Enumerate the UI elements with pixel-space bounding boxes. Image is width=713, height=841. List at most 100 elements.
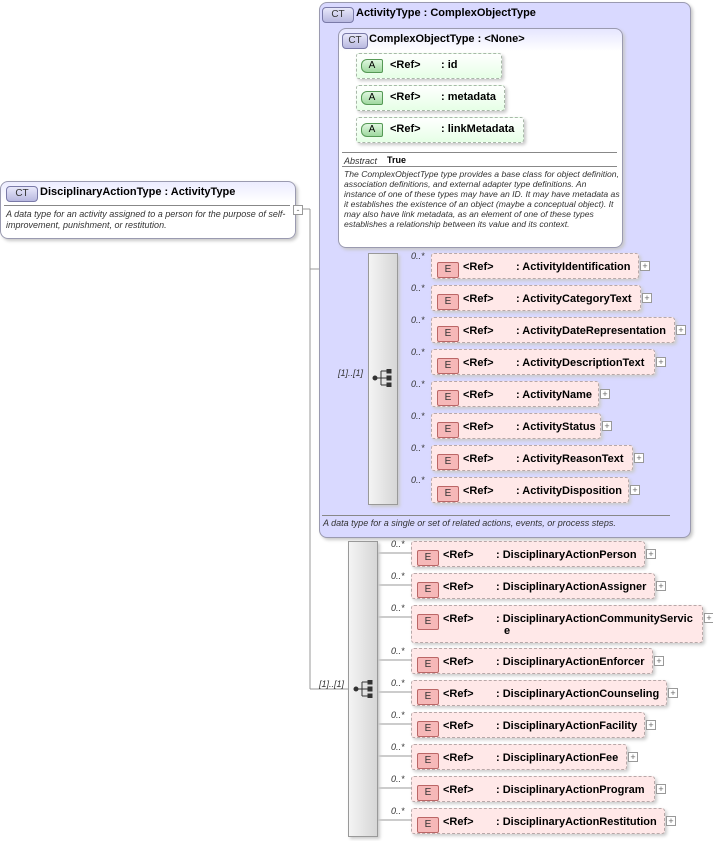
element-cardinality: 0..* <box>391 774 405 784</box>
complex-type-icon: CT <box>6 186 38 202</box>
expand-toggle[interactable]: + <box>640 261 650 271</box>
complex-type-icon: CT <box>342 33 368 49</box>
element-icon: E <box>437 486 459 502</box>
expand-toggle[interactable]: + <box>676 325 686 335</box>
collapse-toggle[interactable]: - <box>293 205 303 215</box>
element-cardinality: 0..* <box>411 283 425 293</box>
element-3[interactable]: E<Ref>: ActivityDateRepresentation <box>431 317 675 343</box>
element-2[interactable]: E <Ref> : DisciplinaryActionAssigner <box>411 573 655 599</box>
attribute-metadata[interactable]: A <Ref> : metadata <box>356 85 505 111</box>
element-cardinality: 0..* <box>411 347 425 357</box>
expand-toggle[interactable]: + <box>656 581 666 591</box>
element-name: : DisciplinaryActionFacility <box>496 720 638 732</box>
expand-toggle[interactable]: + <box>656 357 666 367</box>
element-cardinality: 0..* <box>411 379 425 389</box>
expand-toggle[interactable]: + <box>654 656 664 666</box>
element-name: : DisciplinaryActionAssigner <box>496 581 647 593</box>
element-cardinality: 0..* <box>411 443 425 453</box>
activity-type-title: ActivityType : ComplexObjectType <box>356 7 536 19</box>
expand-toggle[interactable]: + <box>646 720 656 730</box>
element-cardinality: 0..* <box>391 603 405 613</box>
element-cardinality: 0..* <box>411 475 425 485</box>
complex-type-icon: CT <box>322 7 354 23</box>
element-icon: E <box>417 817 439 833</box>
complex-object-type-title: ComplexObjectType : <None> <box>369 33 525 45</box>
disciplinary-action-type-title: DisciplinaryActionType : ActivityType <box>40 186 236 198</box>
expand-toggle[interactable]: + <box>600 389 610 399</box>
element-ref: <Ref> <box>463 357 494 369</box>
divider <box>342 166 617 167</box>
element-cardinality: 0..* <box>391 678 405 688</box>
element-name: : DisciplinaryActionCounseling <box>496 688 660 700</box>
element-7[interactable]: E<Ref>: ActivityReasonText <box>431 445 633 471</box>
attribute-id[interactable]: A <Ref> : id <box>356 53 502 79</box>
element-5[interactable]: E<Ref>: ActivityName <box>431 381 599 407</box>
element-ref: <Ref> <box>443 613 474 625</box>
element-name: : ActivityIdentification <box>516 261 631 273</box>
sequence-cardinality: [1]..[1] <box>319 679 345 689</box>
disciplinary-action-type-box[interactable] <box>0 181 296 239</box>
element-ref: <Ref> <box>443 816 474 828</box>
sequence-cardinality: [1]..[1] <box>338 368 364 378</box>
element-2[interactable]: E<Ref>: ActivityCategoryText <box>431 285 641 311</box>
element-4[interactable]: E<Ref>: ActivityDescriptionText <box>431 349 655 375</box>
complex-object-type-description: The ComplexObjectType type provides a ba… <box>344 169 620 229</box>
element-cardinality: 0..* <box>411 251 425 261</box>
expand-toggle[interactable]: + <box>646 549 656 559</box>
element-8[interactable]: E<Ref>: DisciplinaryActionProgram <box>411 776 655 802</box>
element-ref: <Ref> <box>463 453 494 465</box>
element-ref: <Ref> <box>443 656 474 668</box>
expand-toggle[interactable]: + <box>656 784 666 794</box>
element-icon: E <box>417 582 439 598</box>
element-name: : DisciplinaryActionFee <box>496 752 619 764</box>
element-name: : ActivityName <box>516 389 593 401</box>
attribute-icon: A <box>361 123 383 137</box>
element-name: : ActivityCategoryText <box>516 293 632 305</box>
element-ref: <Ref> <box>463 325 494 337</box>
element-icon: E <box>437 262 459 278</box>
expand-toggle[interactable]: + <box>628 752 638 762</box>
element-ref: <Ref> <box>443 720 474 732</box>
element-1[interactable]: E<Ref>: DisciplinaryActionPerson <box>411 541 645 567</box>
element-5[interactable]: E<Ref>: DisciplinaryActionCounseling <box>411 680 667 706</box>
element-ref: <Ref> <box>463 293 494 305</box>
element-4[interactable]: E <Ref> : DisciplinaryActionEnforcer <box>411 648 653 674</box>
element-cardinality: 0..* <box>411 315 425 325</box>
element-icon: E <box>417 753 439 769</box>
element-cardinality: 0..* <box>391 806 405 816</box>
element-ref: <Ref> <box>463 421 494 433</box>
element-1[interactable]: E <Ref> : ActivityIdentification <box>431 253 639 279</box>
element-name: : DisciplinaryActionProgram <box>496 784 645 796</box>
expand-toggle[interactable]: + <box>668 688 678 698</box>
element-ref: <Ref> <box>443 549 474 561</box>
divider <box>342 152 617 153</box>
attribute-name: : id <box>441 59 458 71</box>
element-name: : DisciplinaryActionCommunityServic <box>496 613 693 625</box>
expand-toggle[interactable]: + <box>642 293 652 303</box>
element-icon: E <box>417 657 439 673</box>
attribute-ref: <Ref> <box>390 59 421 71</box>
element-6[interactable]: E<Ref>: DisciplinaryActionFacility <box>411 712 645 738</box>
element-name: : DisciplinaryActionEnforcer <box>496 656 645 668</box>
expand-toggle[interactable]: + <box>602 421 612 431</box>
element-ref: <Ref> <box>463 261 494 273</box>
element-cardinality: 0..* <box>391 571 405 581</box>
element-icon: E <box>437 422 459 438</box>
element-name-wrap: e <box>504 625 511 637</box>
element-8[interactable]: E<Ref>: ActivityDisposition <box>431 477 629 503</box>
expand-toggle[interactable]: + <box>704 613 713 623</box>
element-6[interactable]: E<Ref>: ActivityStatus <box>431 413 601 439</box>
attribute-link-metadata[interactable]: A <Ref> : linkMetadata <box>356 117 524 143</box>
element-7[interactable]: E<Ref>: DisciplinaryActionFee <box>411 744 627 770</box>
element-ref: <Ref> <box>443 581 474 593</box>
attribute-ref: <Ref> <box>390 91 421 103</box>
expand-toggle[interactable]: + <box>666 816 676 826</box>
element-3[interactable]: E<Ref>: DisciplinaryActionCommunityServi… <box>411 605 703 643</box>
element-9[interactable]: E <Ref> : DisciplinaryActionRestitution <box>411 808 665 834</box>
element-name: : DisciplinaryActionRestitution <box>496 816 657 828</box>
activity-type-description: A data type for a single or set of relat… <box>323 518 616 528</box>
expand-toggle[interactable]: + <box>630 485 640 495</box>
element-ref: <Ref> <box>443 688 474 700</box>
expand-toggle[interactable]: + <box>634 453 644 463</box>
element-icon: E <box>437 326 459 342</box>
